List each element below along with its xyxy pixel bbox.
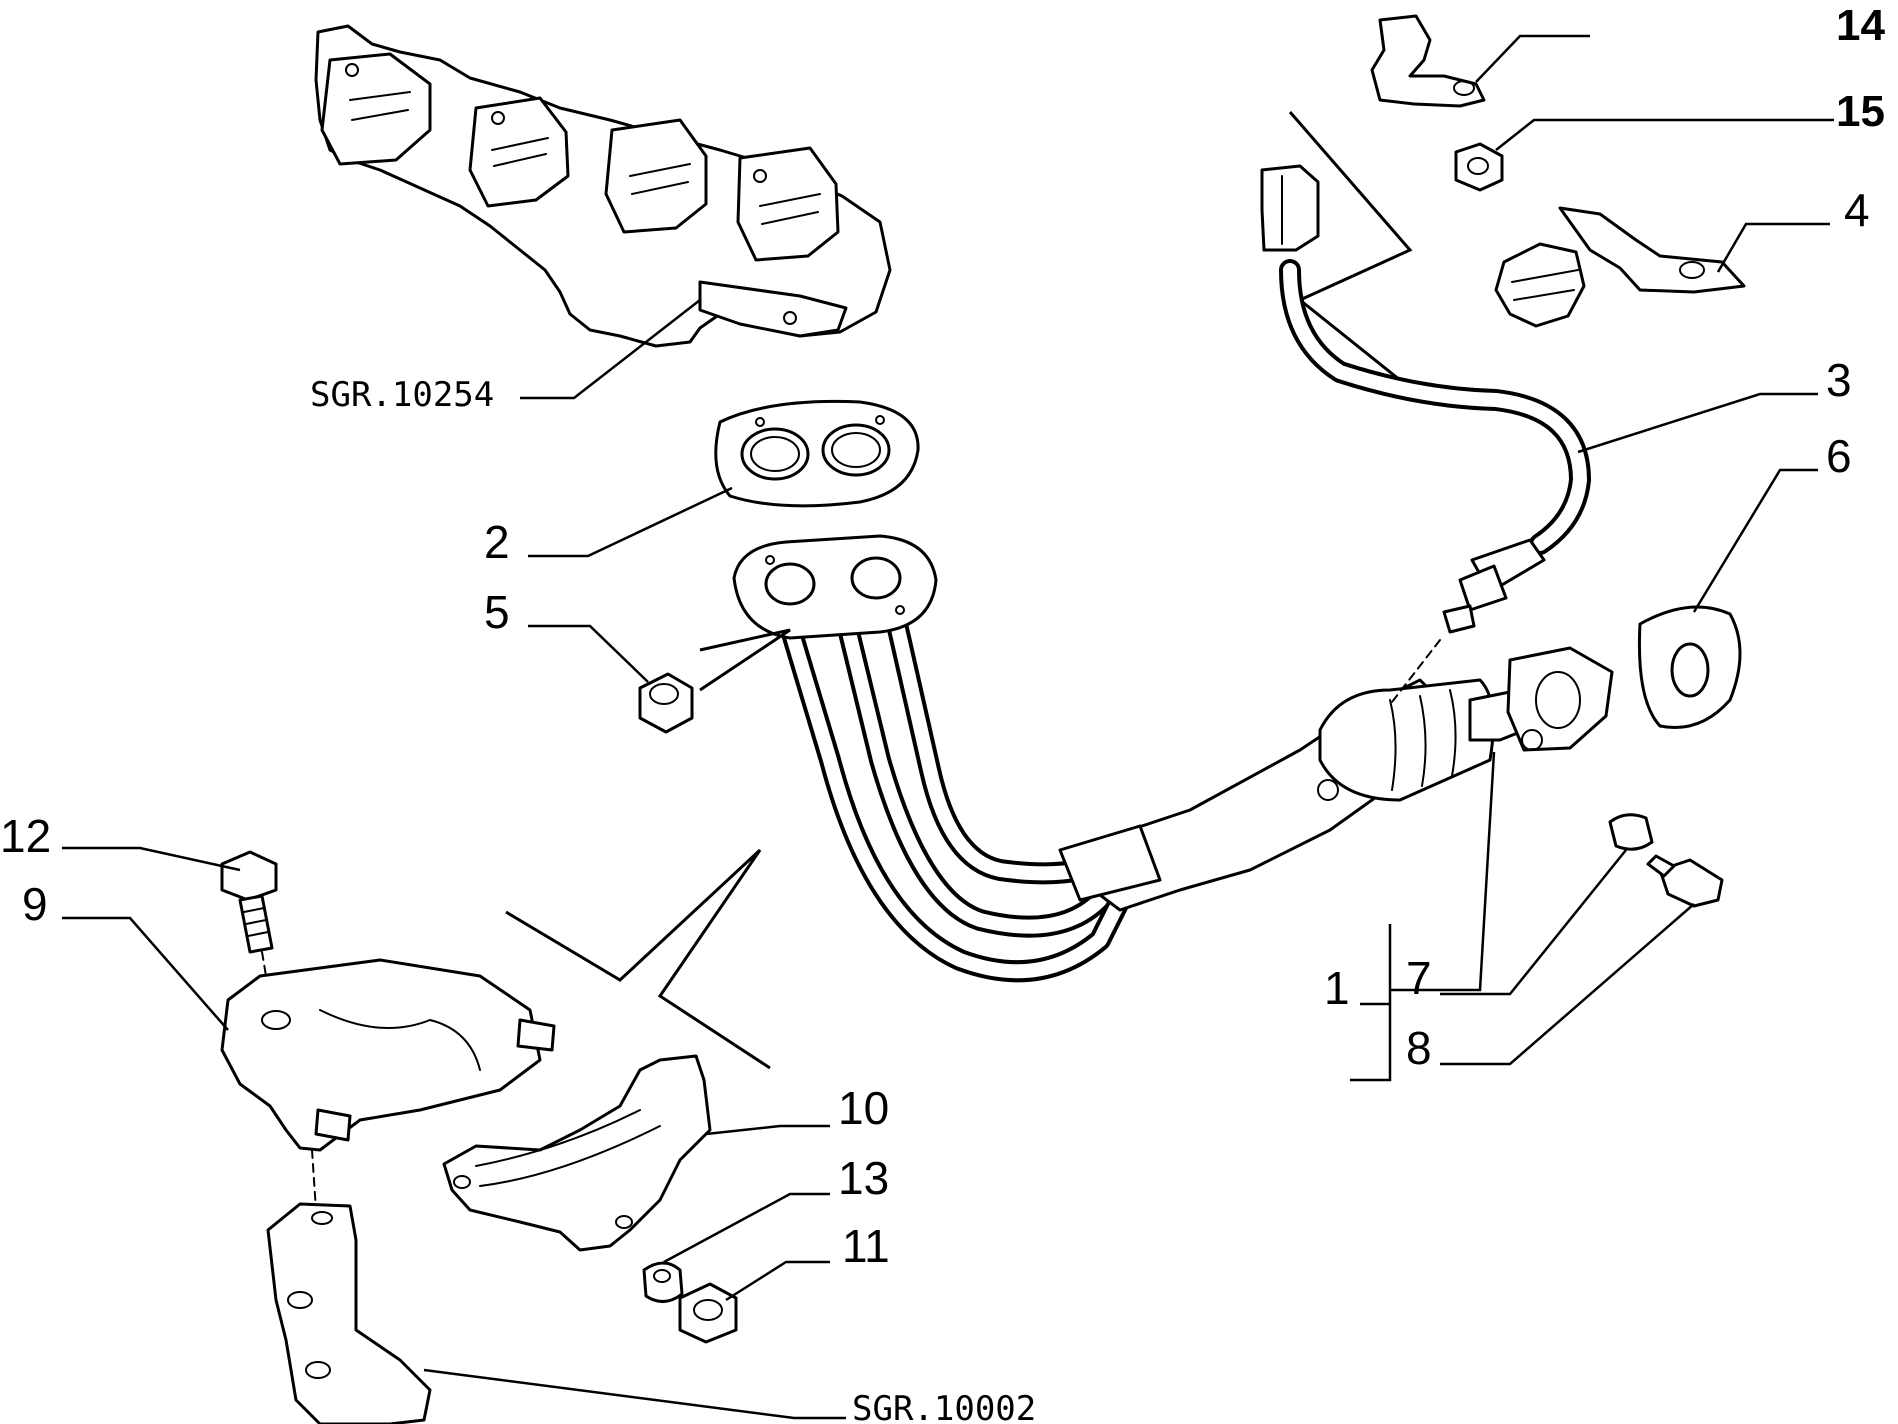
cut-mark-lower <box>505 848 771 1070</box>
nut-15 <box>1454 142 1504 192</box>
ref-manifold: SGR.10254 <box>310 375 494 415</box>
exhaust-manifold <box>314 24 892 348</box>
leader-4 <box>1716 222 1830 273</box>
leader-1-bracket <box>1350 924 1392 1082</box>
leader-2 <box>528 486 733 558</box>
leader-5 <box>528 624 649 683</box>
cut-mark-pipe <box>699 628 791 692</box>
label-7: 7 <box>1406 952 1432 1004</box>
label-4: 4 <box>1844 184 1870 236</box>
label-1: 1 <box>1324 962 1350 1014</box>
bolt-8 <box>1646 854 1724 908</box>
label-14: 14 <box>1836 1 1885 50</box>
clip-14 <box>1370 14 1486 108</box>
cut-mark-upper <box>1288 111 1413 382</box>
label-5: 5 <box>484 586 510 638</box>
flange-gasket-6 <box>1637 605 1742 730</box>
leader-1a <box>1390 751 1496 992</box>
front-exhaust-pipe <box>732 534 1614 983</box>
sensor-bracket-4 <box>1494 206 1746 328</box>
leader-lower-bracket <box>423 1368 846 1420</box>
nut-5 <box>638 672 694 734</box>
lower-bracket <box>266 1202 432 1424</box>
leader-10 <box>705 1124 830 1136</box>
leader-3 <box>1577 392 1818 454</box>
leader-12 <box>62 846 241 872</box>
leader-14 <box>1475 34 1590 83</box>
washer-13 <box>642 1261 684 1303</box>
leader-6 <box>1692 468 1818 613</box>
label-2: 2 <box>484 516 510 568</box>
bolt-12 <box>220 850 278 1001</box>
label-3: 3 <box>1826 354 1852 406</box>
leader-13 <box>663 1192 830 1264</box>
nut-11 <box>678 1282 738 1344</box>
label-15: 15 <box>1836 87 1885 136</box>
spacer-7 <box>1608 813 1654 851</box>
label-12: 12 <box>0 810 51 862</box>
label-10: 10 <box>838 1082 889 1134</box>
leader-7 <box>1440 849 1627 996</box>
label-6: 6 <box>1826 430 1852 482</box>
leader-11 <box>725 1260 830 1302</box>
ref-bracket: SGR.10002 <box>852 1389 1036 1424</box>
label-9: 9 <box>22 878 48 930</box>
leader-manifold <box>520 299 701 400</box>
lambda-sensor <box>1260 164 1591 703</box>
leader-8 <box>1440 903 1695 1066</box>
label-13: 13 <box>838 1152 889 1204</box>
manifold-gasket <box>714 399 920 508</box>
leader-9 <box>62 916 229 1031</box>
pipe-clamp-10 <box>442 1054 712 1252</box>
leader-15 <box>1495 118 1834 151</box>
label-11: 11 <box>842 1220 890 1272</box>
support-bracket-9 <box>220 958 556 1211</box>
label-8: 8 <box>1406 1022 1432 1074</box>
